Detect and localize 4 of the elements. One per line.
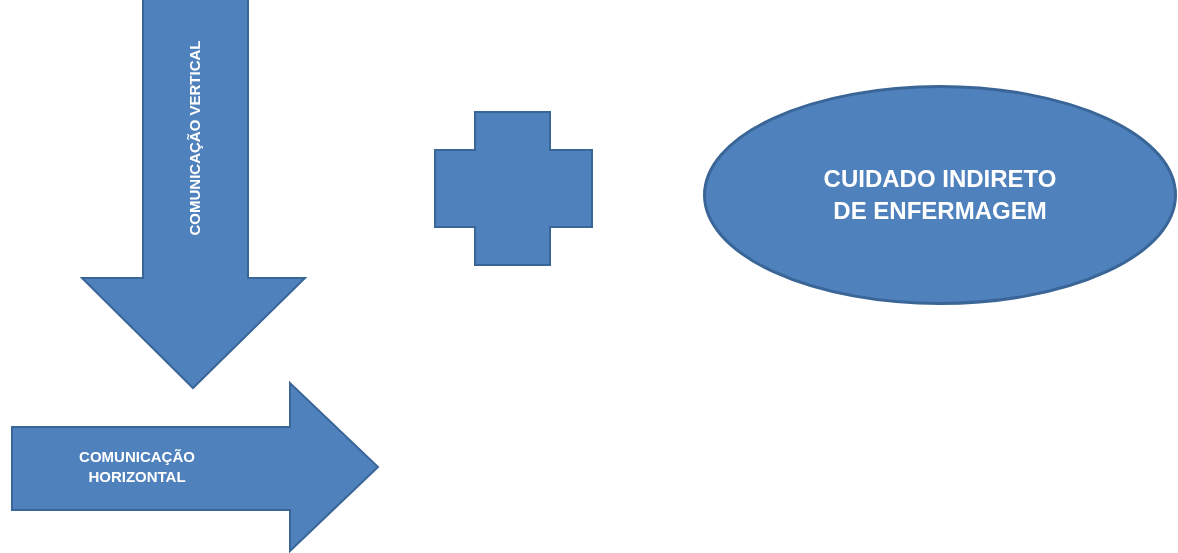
- plus-shape: [434, 111, 593, 266]
- node-label: COMUNICAÇÃO VERTICAL: [184, 39, 204, 238]
- node-label: COMUNICAÇÃO HORIZONTAL: [78, 446, 196, 487]
- node-label: CUIDADO INDIRETO DE ENFERMAGEM: [822, 163, 1058, 226]
